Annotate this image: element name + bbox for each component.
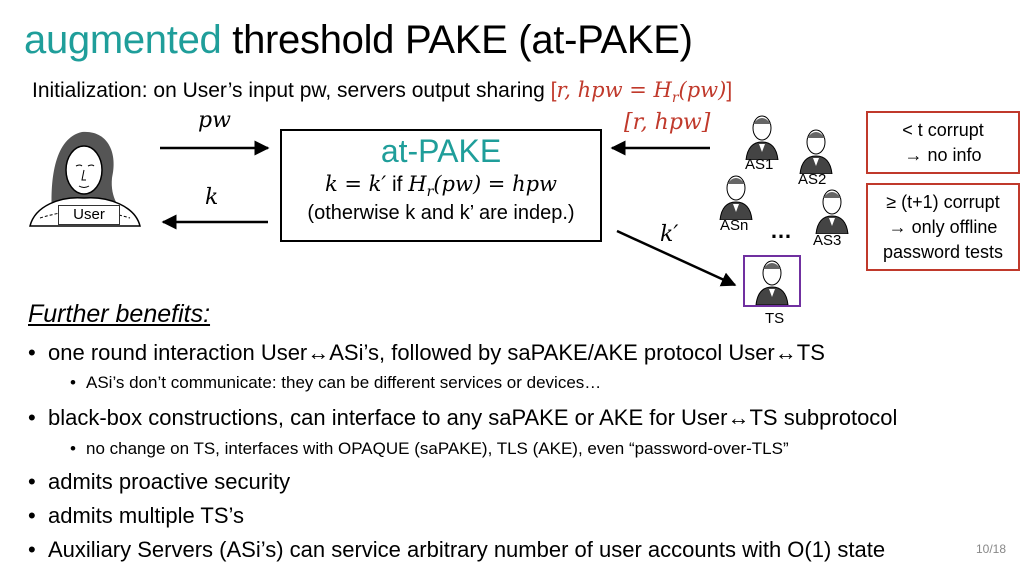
benefit-item: black-box constructions, can interface t… [28, 405, 897, 431]
pw-label: pw [198, 108, 231, 133]
k-label: k [205, 185, 219, 210]
asn-label: ASn [720, 217, 749, 234]
user-label: User [58, 205, 120, 225]
benefits-title: Further benefits: [28, 300, 211, 328]
slide-title: augmented threshold PAKE (at-PAKE) [24, 18, 693, 63]
benefit-item: Auxiliary Servers (ASi’s) can service ar… [28, 537, 885, 563]
servers-ellipsis: … [770, 218, 792, 243]
at-pake-box: at-PAKE k = k′ if Hr(pw) = hpw (otherwis… [280, 129, 602, 242]
as2-label: AS2 [798, 171, 827, 188]
corrupt-box-under-threshold: < t corrupt → no info [866, 111, 1020, 174]
benefit-subitem: no change on TS, interfaces with OPAQUE … [70, 439, 789, 459]
benefit-item: admits multiple TS’s [28, 503, 244, 529]
server-person-icon [745, 115, 779, 160]
at-pake-note: (otherwise k and k’ are indep.) [307, 202, 575, 225]
kprime-label: k′ [660, 222, 679, 247]
corrupt-box-over-threshold: ≥ (t+1) corrupt → only offline password … [866, 183, 1020, 271]
server-person-icon [799, 129, 833, 174]
benefit-item: admits proactive security [28, 469, 290, 495]
server-person-icon [755, 260, 789, 306]
at-pake-equation: k = k′ if Hr(pw) = hpw [324, 172, 558, 201]
server-person-icon [815, 189, 849, 234]
benefit-item: one round interaction User↔ASi’s, follow… [28, 340, 825, 366]
as3-label: AS3 [813, 232, 842, 249]
benefit-subitem: ASi’s don’t communicate: they can be dif… [70, 373, 601, 393]
init-line: Initialization: on User’s input pw, serv… [32, 78, 732, 106]
ts-label: TS [765, 310, 785, 327]
init-share: [r, hpw = Hr(pw)] [550, 78, 733, 107]
title-accent: augmented [24, 18, 222, 62]
title-rest: threshold PAKE (at-PAKE) [221, 18, 693, 62]
ts-box [743, 255, 801, 307]
at-pake-heading: at-PAKE [380, 133, 502, 169]
init-prefix: Initialization: on User’s input pw, serv… [32, 79, 551, 102]
box-to-ts-arrow [616, 229, 737, 287]
r-hpw-label: [r, hpw] [624, 110, 711, 135]
server-person-icon [719, 175, 753, 220]
as1-label: AS1 [745, 156, 774, 173]
page-number: 10/18 [976, 542, 1007, 556]
